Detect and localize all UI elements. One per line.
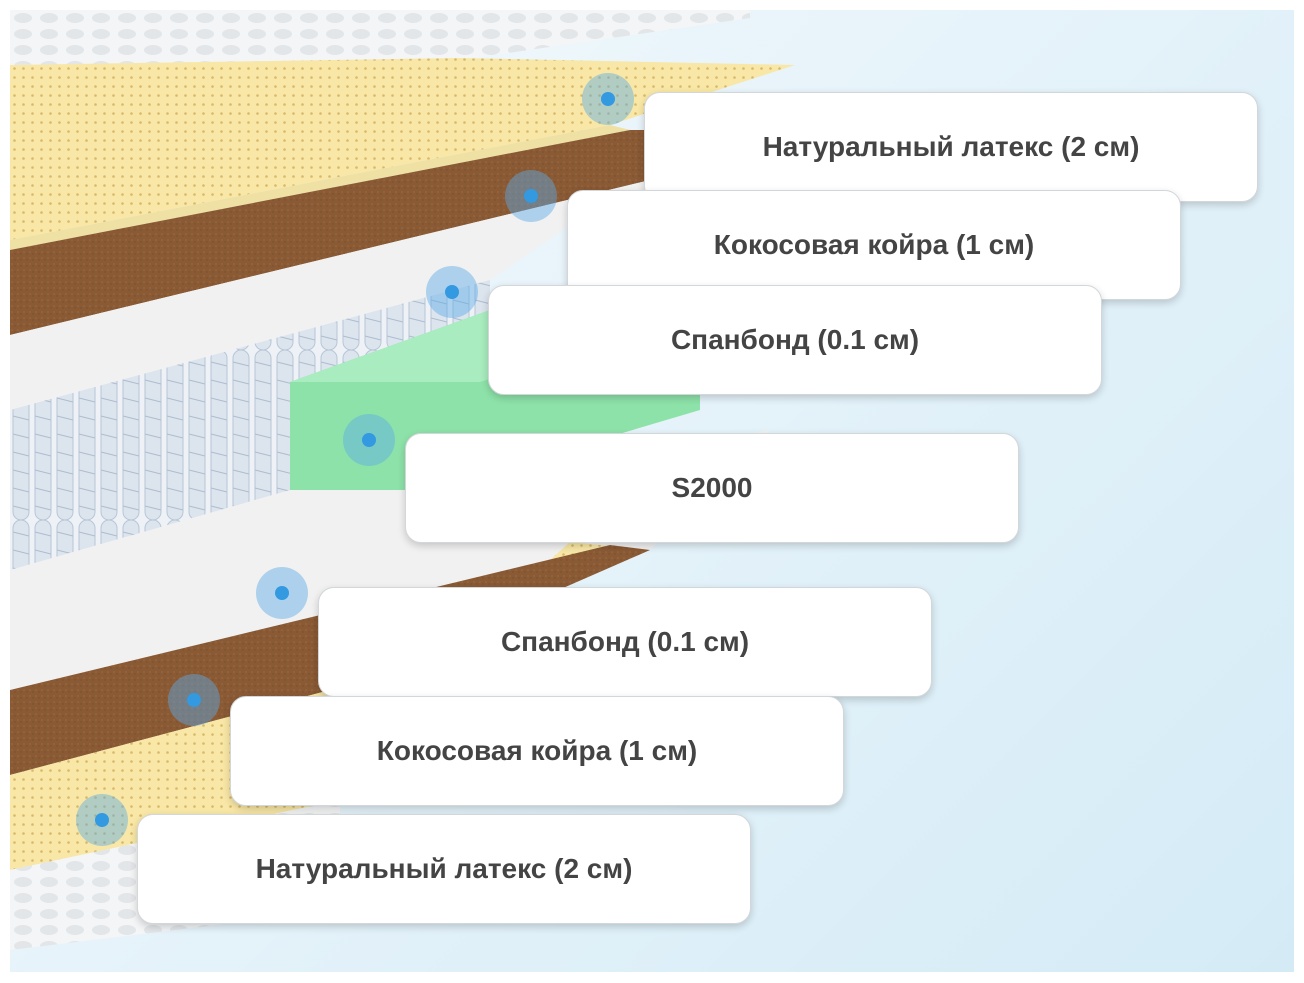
marker-dot xyxy=(256,567,308,619)
marker-dot xyxy=(343,414,395,466)
marker-dot xyxy=(168,674,220,726)
layer-label-text: Кокосовая койра (1 см) xyxy=(377,735,697,767)
layer-label-text: Спанбонд (0.1 см) xyxy=(671,324,919,356)
top-cover xyxy=(10,10,750,65)
layer-label: Кокосовая койра (1 см) xyxy=(567,190,1181,300)
marker-dot xyxy=(582,73,634,125)
marker-dot xyxy=(76,794,128,846)
layer-label-text: Натуральный латекс (2 см) xyxy=(256,853,633,885)
layer-label: Кокосовая койра (1 см) xyxy=(230,696,844,806)
layer-label: Натуральный латекс (2 см) xyxy=(137,814,751,924)
layer-label-text: Натуральный латекс (2 см) xyxy=(763,131,1140,163)
mattress-layers-diagram: Натуральный латекс (2 см) Кокосовая койр… xyxy=(10,10,1294,972)
marker-dot xyxy=(505,170,557,222)
layer-label-text: Кокосовая койра (1 см) xyxy=(714,229,1034,261)
layer-label: S2000 xyxy=(405,433,1019,543)
layer-label: Спанбонд (0.1 см) xyxy=(318,587,932,697)
layer-label-text: Спанбонд (0.1 см) xyxy=(501,626,749,658)
layer-label-text: S2000 xyxy=(672,472,753,504)
marker-dot xyxy=(426,266,478,318)
layer-label: Спанбонд (0.1 см) xyxy=(488,285,1102,395)
layer-label: Натуральный латекс (2 см) xyxy=(644,92,1258,202)
